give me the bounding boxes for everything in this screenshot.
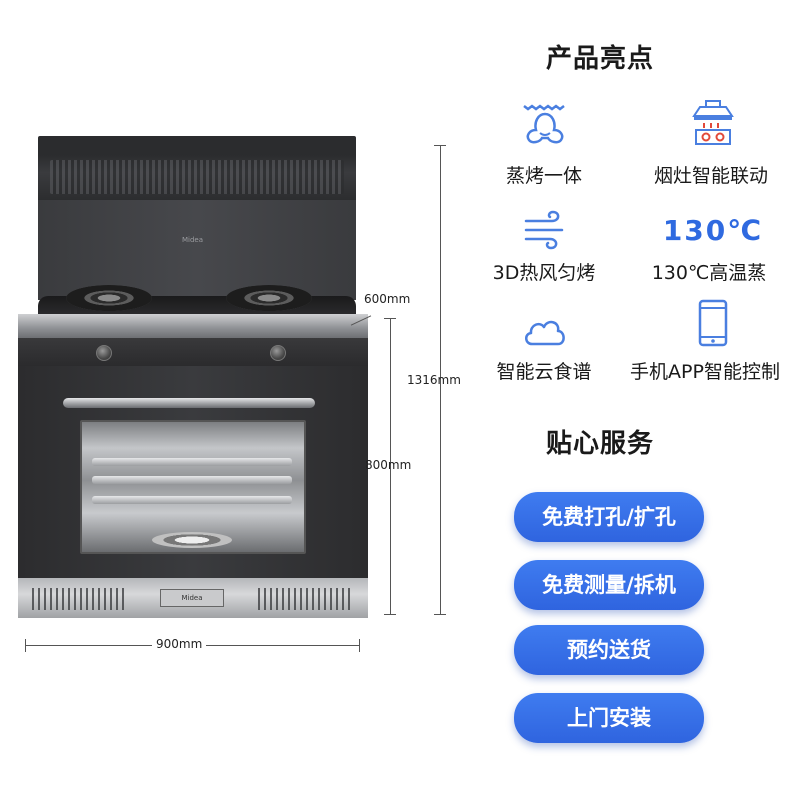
steel-trim xyxy=(18,314,368,338)
oven-window xyxy=(80,420,306,554)
oven-handle xyxy=(63,398,315,408)
phone-icon xyxy=(698,299,728,347)
oven-height-tick-bottom xyxy=(384,614,396,615)
oven-fan xyxy=(152,532,232,548)
highlight-label-cloud-recipe: 智能云食谱 xyxy=(496,361,592,383)
brand-logo: Midea xyxy=(182,236,204,244)
oven-height-tick-top xyxy=(384,318,396,319)
highlight-item-3d-hot-air xyxy=(520,204,570,258)
width-tick-right xyxy=(359,639,360,652)
oven-rack-middle xyxy=(92,476,292,484)
130c-text: 130℃ xyxy=(662,214,764,247)
service-button-delivery[interactable]: 预约送货 xyxy=(514,625,704,675)
highlight-label-130c: 130℃高温蒸 xyxy=(651,262,767,284)
height-total-line xyxy=(440,145,441,615)
range-hood-top xyxy=(38,136,356,154)
service-button-measure[interactable]: 免费测量/拆机 xyxy=(514,560,704,610)
highlight-item-hood-link xyxy=(688,98,738,152)
back-panel xyxy=(38,200,356,300)
oven-height-label: 800mm xyxy=(365,458,412,472)
hood-stove-icon xyxy=(692,100,734,145)
highlight-item-steam-bake xyxy=(520,100,570,154)
width-tick-left xyxy=(25,639,26,652)
right-knob xyxy=(270,345,286,361)
vent-grille xyxy=(50,160,344,194)
highlight-item-cloud-recipe xyxy=(520,306,570,360)
highlight-label-app-control: 手机APP智能控制 xyxy=(630,361,780,383)
highlight-label-hood-link: 烟灶智能联动 xyxy=(653,165,768,187)
highlight-label-3d-hot-air: 3D热风匀烤 xyxy=(492,262,596,284)
highlight-label-steam-bake: 蒸烤一体 xyxy=(505,165,582,187)
oven-height-line xyxy=(390,318,391,614)
base-vent-right xyxy=(258,588,352,610)
height-total-tick-bottom xyxy=(434,614,446,615)
height-total-label: 1316mm xyxy=(407,373,461,387)
right-burner xyxy=(226,285,312,311)
cloud-icon xyxy=(525,320,565,346)
service-title: 贴心服务 xyxy=(545,429,654,459)
highlights-title: 产品亮点 xyxy=(545,44,654,74)
left-burner xyxy=(66,285,152,311)
control-panel xyxy=(18,338,368,366)
oven-rack-bottom xyxy=(92,496,292,504)
service-button-install[interactable]: 上门安装 xyxy=(514,693,704,743)
oven-rack-top xyxy=(92,458,292,466)
width-label: 900mm xyxy=(152,637,207,651)
left-knob xyxy=(96,345,112,361)
base-badge: Midea xyxy=(160,589,224,607)
cooktop-height-label: 600mm xyxy=(364,292,411,306)
height-total-tick-top xyxy=(434,145,446,146)
base-vent-left xyxy=(32,588,126,610)
service-button-drilling[interactable]: 免费打孔/扩孔 xyxy=(514,492,704,542)
steam-nose-icon xyxy=(523,104,565,144)
wind-icon xyxy=(524,210,564,250)
highlight-item-app-control xyxy=(688,298,738,352)
